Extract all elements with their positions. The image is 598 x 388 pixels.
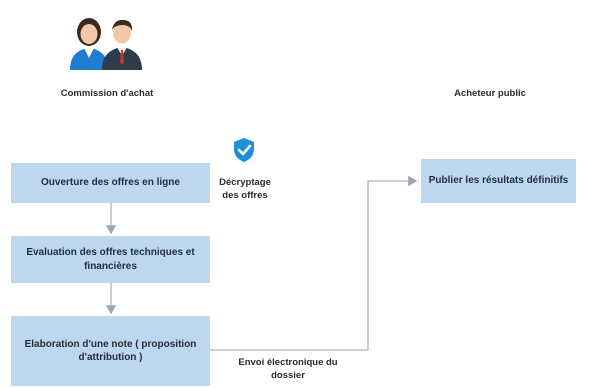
step-note-box: Elaboration d'une note ( proposition d'a…: [11, 316, 210, 386]
arrow-note-to-publish: [210, 175, 418, 351]
step-opening-box: Ouverture des offres en ligne: [11, 163, 210, 203]
send-dossier-label: Envoi électronique du dossier: [238, 357, 338, 381]
shield-check-icon: [232, 137, 256, 163]
step-publish-box: Publier les résultats définitifs: [421, 159, 576, 203]
committee-people-icon: [64, 12, 146, 72]
decrypt-label: Décryptage des offres: [219, 177, 271, 201]
step-publish-text: Publier les résultats définitifs: [428, 175, 569, 187]
step-note-text: Elaboration d'une note ( proposition d'a…: [24, 338, 197, 364]
commission-label: Commission d'achat: [60, 88, 154, 99]
step-opening-text: Ouverture des offres en ligne: [41, 177, 180, 189]
step-evaluation-text: Evaluation des offres techniques et fina…: [26, 247, 195, 272]
buyer-label: Acheteur public: [454, 88, 526, 99]
step-evaluation-box: Evaluation des offres techniques et fina…: [11, 236, 210, 283]
